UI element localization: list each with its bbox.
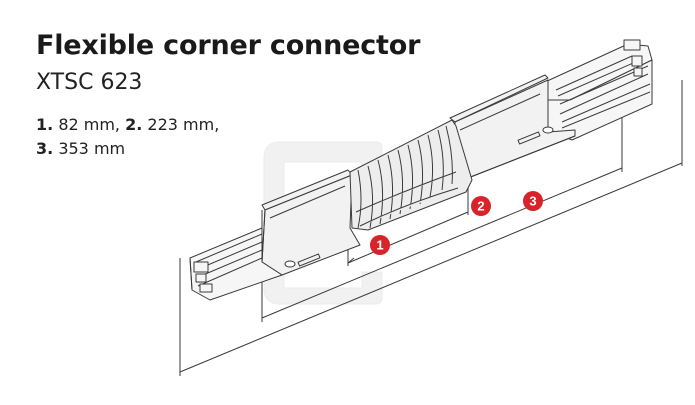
right-track-adapter — [544, 39, 653, 141]
model-number: XTSC 623 — [36, 70, 143, 95]
spec-line-2: 3. 353 mm — [36, 137, 219, 161]
spec-1-number: 1. — [36, 115, 54, 134]
watermark-logo — [263, 141, 383, 305]
spec-1-value: 82 mm, — [58, 115, 121, 134]
product-title: Flexible corner connector — [36, 30, 421, 61]
callout-3-label: 3 — [529, 194, 536, 209]
dimension-line-3 — [179, 80, 683, 376]
callout-2-marker: 2 — [471, 196, 491, 216]
flexible-bellows — [349, 119, 473, 231]
spec-3-value: 353 mm — [58, 139, 126, 158]
callout-1-marker: 1 — [370, 235, 390, 255]
spec-2-number: 2. — [125, 115, 143, 134]
callout-1-label: 1 — [376, 238, 383, 253]
spec-line-1: 1. 82 mm, 2. 223 mm, — [36, 113, 219, 137]
left-housing — [261, 169, 361, 276]
spec-3-number: 3. — [36, 139, 54, 158]
left-track-adapter — [189, 227, 283, 301]
callout-2-label: 2 — [477, 199, 484, 214]
spec-2-value: 223 mm, — [147, 115, 220, 134]
callout-3-marker: 3 — [523, 191, 543, 211]
dimension-specs: 1. 82 mm, 2. 223 mm, 3. 353 mm — [36, 113, 219, 161]
